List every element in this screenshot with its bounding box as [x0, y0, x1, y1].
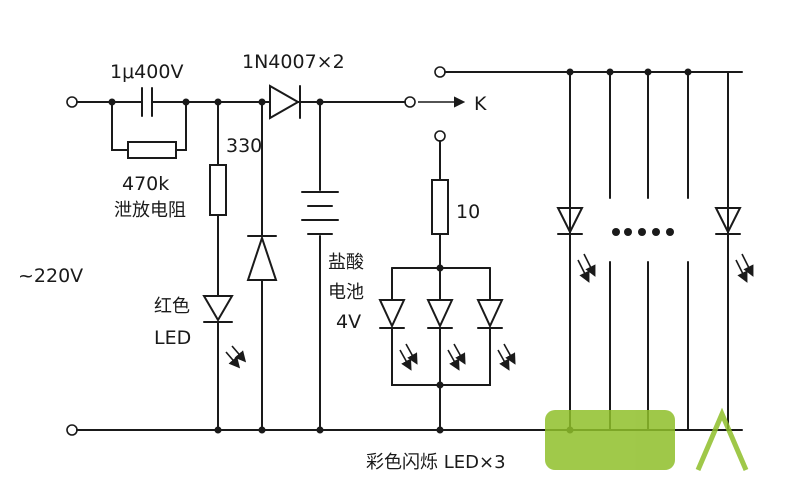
battery-desc-line2: 电池: [328, 282, 364, 303]
series-diode: [269, 84, 311, 120]
mains-voltage-label: ~220V: [18, 265, 83, 287]
diodes-label: 1N4007×2: [242, 51, 345, 73]
battery-voltage-label: 4V: [336, 311, 361, 333]
resistor-470k-desc: 泄放电阻: [114, 200, 186, 221]
resistor-330-label: 330: [226, 135, 262, 157]
flash-leds-label: 彩色闪烁 LED×3: [366, 452, 506, 473]
resistor-470k-label: 470k: [122, 173, 169, 195]
bleed-resistor-loop: [111, 101, 187, 151]
input-terminal-top: [66, 96, 78, 108]
red-led-label-line2: LED: [154, 327, 191, 349]
led-array: [444, 71, 754, 431]
junction-dots: [108, 68, 692, 434]
watermark-logo: [545, 407, 749, 471]
reverse-diode-branch: [246, 101, 278, 431]
capacitor-label: 1μ400V: [110, 61, 183, 83]
red-led-label-line1: 红色: [154, 296, 190, 317]
switch-terminal-lower: [434, 130, 446, 142]
switch-terminal-upper: [434, 66, 446, 78]
resistor-10-label: 10: [456, 201, 480, 223]
flash-led-group: [378, 140, 516, 431]
switch-terminal-left: [404, 96, 416, 108]
bleed-resistor: [127, 141, 177, 159]
battery-desc-line1: 盐酸: [328, 252, 364, 273]
input-terminal-bottom: [66, 424, 78, 436]
capacitor: [141, 87, 153, 117]
battery: [301, 101, 339, 431]
terminal-k-label: K: [474, 93, 487, 115]
red-led-branch: [202, 101, 247, 431]
